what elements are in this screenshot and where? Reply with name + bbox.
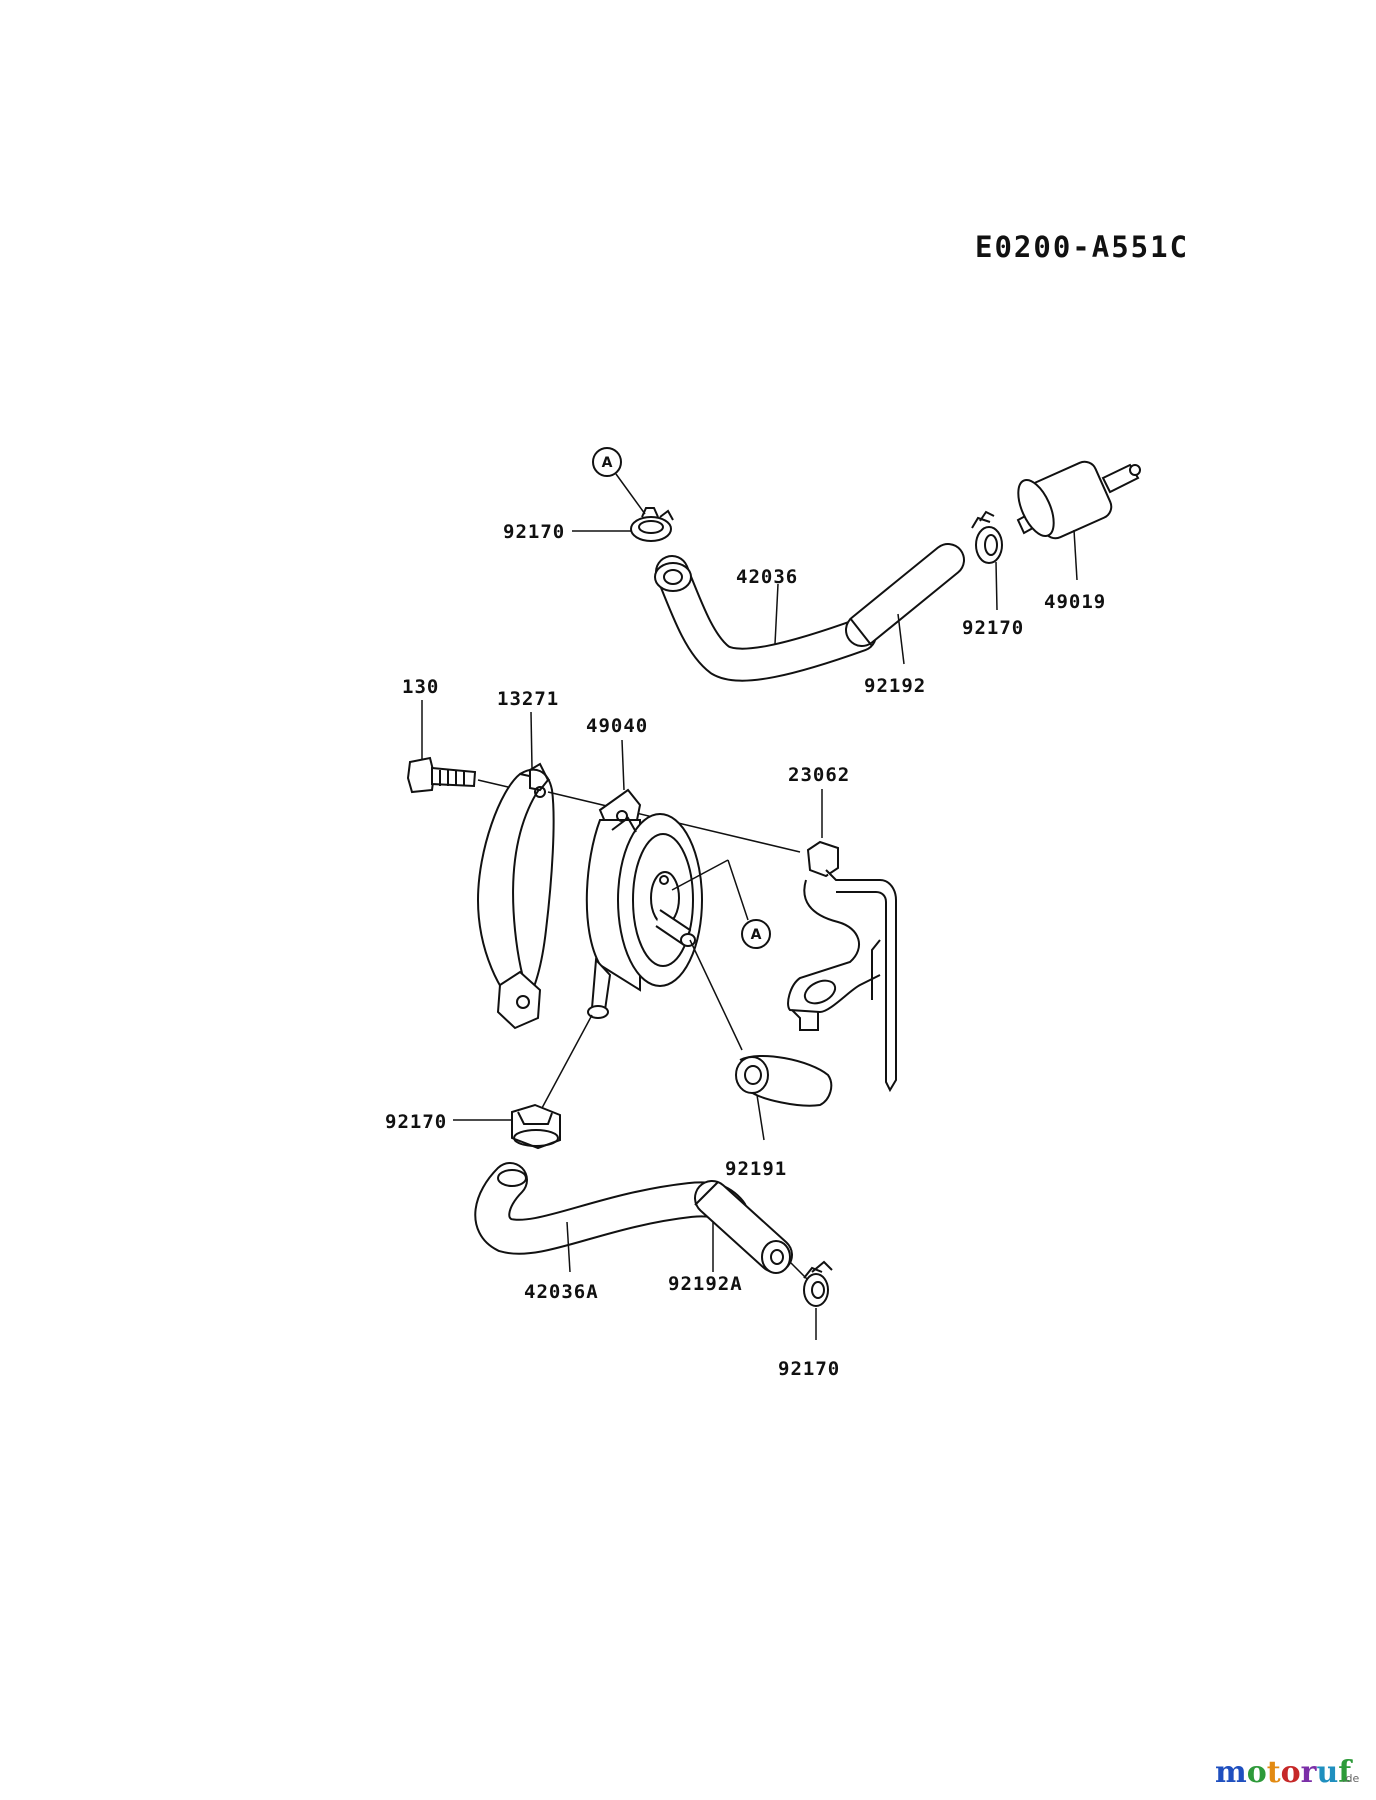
label-bracket-right: 23062 — [788, 764, 850, 786]
hose-clamp-top-right — [971, 510, 1003, 564]
callout-a-middle: A — [671, 859, 771, 949]
fuel-hose-top — [654, 543, 965, 682]
callout-a-top-letter: A — [602, 455, 613, 471]
label-bolt: 130 — [402, 676, 439, 698]
watermark-logo: motoruf .de — [1215, 1755, 1359, 1790]
watermark-letter-7: f — [1338, 1755, 1353, 1790]
watermark-text: motoruf — [1215, 1755, 1353, 1790]
label-bracket-left: 13271 — [497, 688, 559, 710]
label-clamp-top-left: 92170 — [503, 521, 565, 543]
fuel-hose-bottom — [474, 1162, 793, 1274]
mounting-bracket — [787, 840, 897, 1093]
label-clamp-top-right: 92170 — [962, 617, 1024, 639]
label-hose-top: 42036 — [736, 566, 798, 588]
label-clamp-mid-left: 92170 — [385, 1111, 447, 1133]
watermark-letter-6: u — [1316, 1755, 1338, 1790]
label-sleeve-top: 92192 — [864, 675, 926, 697]
hose-clamp-mid-left — [511, 1103, 561, 1150]
watermark-letter-1: m — [1215, 1755, 1247, 1790]
shield-bracket — [476, 762, 555, 1030]
watermark-letter-3: t — [1267, 1755, 1281, 1790]
label-sleeve-bottom: 92192A — [668, 1273, 743, 1295]
label-hose-bottom: 42036A — [524, 1281, 599, 1303]
watermark-letter-5: r — [1301, 1755, 1318, 1790]
label-fuel-filter: 49019 — [1044, 591, 1106, 613]
watermark-letter-2: o — [1247, 1755, 1267, 1790]
callout-a-top: A — [592, 447, 646, 515]
diagram-code: E0200-A551C — [975, 230, 1189, 264]
flange-bolt — [406, 756, 477, 794]
label-fuel-pump: 49040 — [586, 715, 648, 737]
watermark-letter-4: o — [1281, 1755, 1301, 1790]
fuel-pump — [585, 788, 703, 1019]
hose-clamp-bottom — [803, 1260, 833, 1307]
callout-a-middle-letter: A — [751, 927, 762, 943]
hose-clamp-top-left — [630, 507, 674, 542]
hose-cap — [735, 1054, 833, 1107]
watermark-suffix: .de — [1342, 1772, 1359, 1785]
label-clamp-bottom: 92170 — [778, 1358, 840, 1380]
fuel-filter — [1016, 460, 1141, 540]
label-cap: 92191 — [725, 1158, 787, 1180]
